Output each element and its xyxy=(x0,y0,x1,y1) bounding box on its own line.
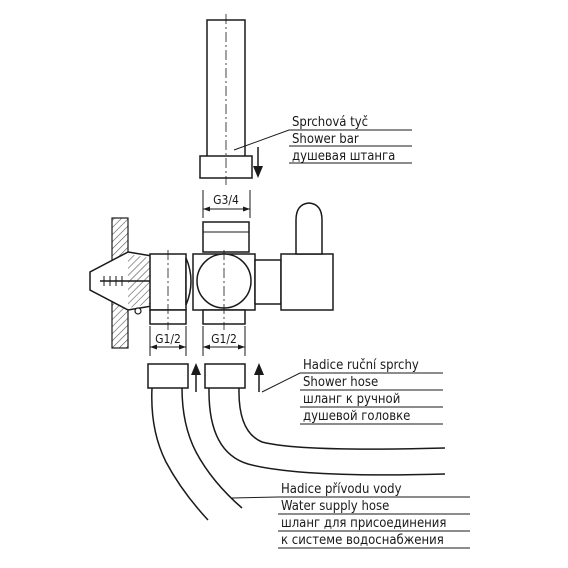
dim-label-g34: G3/4 xyxy=(213,193,239,207)
label-shower-hose-ru-1: шланг к ручной xyxy=(303,392,400,407)
water-supply-hose xyxy=(151,387,243,521)
label-shower-hose-ru-2: душевой головке xyxy=(303,409,410,424)
shower-hose-nut xyxy=(204,363,246,389)
supply-hose-nut xyxy=(147,363,189,389)
dim-g12-right xyxy=(202,326,246,356)
label-shower-bar-cs: Sprchová tyč xyxy=(292,115,368,130)
angle-valve xyxy=(149,202,334,330)
dim-g34 xyxy=(202,190,251,218)
label-shower-bar-ru: душевая штанга xyxy=(292,149,395,164)
dim-label-g12-right: G1/2 xyxy=(211,332,237,346)
shower-bar xyxy=(199,14,253,185)
label-shower-bar-en: Shower bar xyxy=(292,132,359,147)
label-supply-hose-cs: Hadice přívodu vody xyxy=(281,482,402,497)
label-supply-hose-en: Water supply hose xyxy=(281,499,389,514)
dim-label-g12-left: G1/2 xyxy=(155,332,181,346)
label-supply-hose-ru-1: шланг для присоединения xyxy=(281,516,446,531)
label-shower-hose-en: Shower hose xyxy=(303,375,378,390)
label-shower-hose-cs: Hadice ruční sprchy xyxy=(303,358,419,373)
shower-bar-down-arrow-icon xyxy=(253,147,263,178)
dim-g12-left xyxy=(149,326,187,356)
supply-hose-up-arrow-icon xyxy=(191,363,201,392)
label-supply-hose-ru-2: к системе водоснабжения xyxy=(281,533,444,548)
shower-hose-up-arrow-icon xyxy=(254,363,264,392)
shower-hose xyxy=(208,387,446,476)
wall xyxy=(89,217,153,349)
